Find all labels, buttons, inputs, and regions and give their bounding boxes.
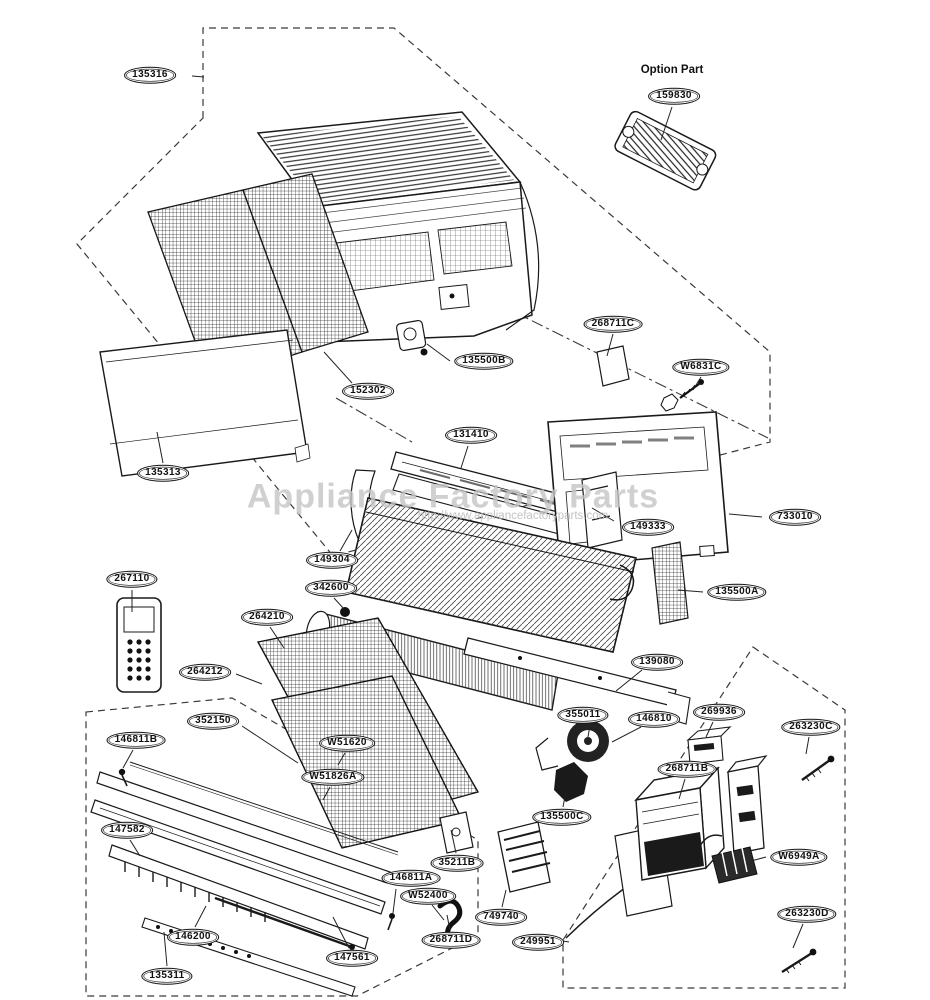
drain-fittings [437,821,551,939]
part-label-267110: 267110 [106,570,158,588]
watermark-url: http://www.appliancefactoryparts.com [417,510,609,522]
part-label-135311: 135311 [141,967,193,985]
part-label-268711C: 268711C [583,315,643,333]
part-label-W51620: W51620 [319,734,375,752]
fan-bearing [340,607,350,617]
part-label-135500B: 135500B [454,352,514,370]
bracket-149333 [581,471,623,549]
screw-263230d [781,948,817,974]
part-label-149304: 149304 [306,551,358,569]
part-label-268711D: 268711D [421,931,481,949]
terminal-block [699,834,758,884]
part-label-152302: 152302 [342,382,394,400]
part-label-269936: 269936 [693,703,745,721]
leader-lines [122,75,810,967]
part-label-135500C: 135500C [532,808,592,826]
part-label-149333: 149333 [622,518,674,536]
inlet-grilles [256,617,480,849]
part-label-131410: 131410 [445,426,497,444]
remote-control [116,597,162,693]
part-label-146811A: 146811A [381,869,441,887]
part-label-146200: 146200 [167,928,219,946]
part-label-135500A: 135500A [707,583,767,601]
screw-263230c [801,755,835,782]
part-label-342600: 342600 [305,579,357,597]
part-label-264212: 264212 [179,663,231,681]
part-label-268711B: 268711B [657,760,717,778]
screw-146811b [118,768,126,776]
screw-w6831c [660,379,704,412]
part-label-355011: 355011 [557,706,609,724]
side-control-box [726,755,768,855]
part-label-263230D: 263230D [777,905,837,923]
option-grille [614,110,717,191]
part-label-135313: 135313 [137,464,189,482]
front-panel [99,329,311,477]
part-label-W52400: W52400 [400,887,456,905]
part-label-147582: 147582 [101,821,153,839]
display-bracket [395,319,428,356]
cover-plate [596,345,630,387]
part-label-146810: 146810 [628,710,680,728]
part-label-147561: 147561 [326,949,378,967]
rear-chassis [547,411,729,568]
screw-146811a [389,913,395,919]
motor-mount [554,762,588,802]
part-label-W6831C: W6831C [672,358,730,376]
control-box-group [614,726,835,974]
bracket-35211b [439,811,474,854]
part-label-W6949A: W6949A [770,848,828,866]
part-label-249951: 249951 [512,933,564,951]
side-grille [651,541,689,625]
part-label-W51826A: W51826A [301,768,365,786]
part-label-749740: 749740 [475,908,527,926]
relay-269936 [686,726,732,765]
part-label-352150: 352150 [187,712,239,730]
part-label-264210: 264210 [241,608,293,626]
part-label-263230C: 263230C [781,718,841,736]
fan-motor-wheel [535,720,609,771]
part-label-146811B: 146811B [106,731,166,749]
watermark-text: Appliance Factory Parts [246,477,660,516]
part-label-733010: 733010 [769,508,821,526]
part-label-35211B: 35211B [430,854,484,872]
part-label-139080: 139080 [631,653,683,671]
option-part-heading: Option Part [640,64,704,76]
part-label-135316: 135316 [124,66,176,84]
part-label-159830: 159830 [648,87,700,105]
